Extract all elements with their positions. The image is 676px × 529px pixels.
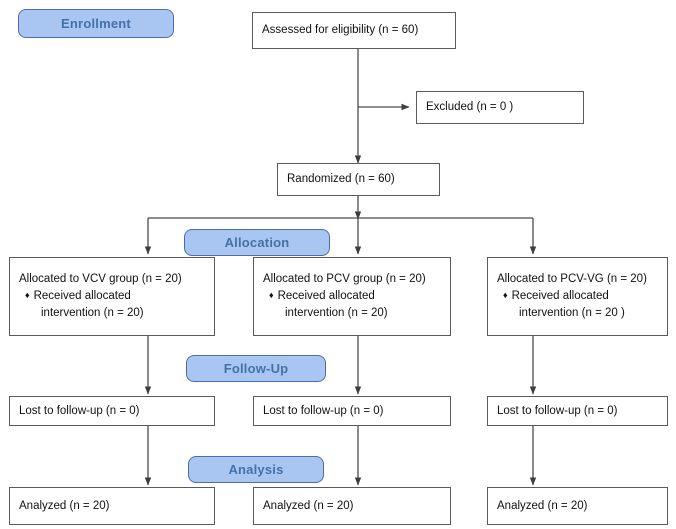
box-analyzed-vcv: Analyzed (n = 20)	[9, 487, 215, 525]
box-analyzed-pcv-vg: Analyzed (n = 20)	[487, 487, 668, 525]
stage-label-followup: Follow-Up	[186, 355, 326, 382]
box-allocated-pcv-vg: Allocated to PCV-VG (n = 20) ♦ Received …	[487, 257, 668, 336]
stage-label-allocation-text: Allocation	[224, 235, 290, 250]
allocated-pcv-bullet-row: ♦ Received allocated	[263, 288, 441, 305]
allocated-pcv-vg-bullet: Received allocated	[511, 290, 609, 303]
randomized-text: Randomized (n = 60)	[287, 173, 395, 186]
bullet-icon: ♦	[25, 290, 30, 301]
allocated-pcv-title: Allocated to PCV group (n = 20)	[263, 273, 426, 286]
stage-label-analysis: Analysis	[188, 456, 324, 483]
allocated-pcv-bullet: Received allocated	[277, 290, 375, 303]
box-allocated-vcv: Allocated to VCV group (n = 20) ♦ Receiv…	[9, 257, 215, 336]
box-randomized: Randomized (n = 60)	[277, 163, 440, 196]
box-lost-followup-pcv-vg: Lost to follow-up (n = 0)	[487, 396, 668, 426]
allocated-pcv-vg-title: Allocated to PCV-VG (n = 20)	[497, 273, 647, 286]
allocated-pcv-vg-bullet-row: ♦ Received allocated	[497, 288, 658, 305]
allocated-vcv-bullet-cont: intervention (n = 20)	[41, 306, 144, 319]
box-analyzed-pcv: Analyzed (n = 20)	[253, 487, 451, 525]
allocated-vcv-title: Allocated to VCV group (n = 20)	[19, 273, 182, 286]
box-lost-followup-pcv: Lost to follow-up (n = 0)	[253, 396, 451, 426]
box-lost-followup-vcv: Lost to follow-up (n = 0)	[9, 396, 215, 426]
lost-followup-pcv-vg-text: Lost to follow-up (n = 0)	[497, 404, 618, 417]
analyzed-pcv-text: Analyzed (n = 20)	[263, 499, 354, 512]
lost-followup-vcv-text: Lost to follow-up (n = 0)	[19, 404, 140, 417]
stage-label-analysis-text: Analysis	[228, 462, 284, 477]
analyzed-pcv-vg-text: Analyzed (n = 20)	[497, 499, 588, 512]
stage-label-enrollment-text: Enrollment	[61, 16, 131, 31]
box-assessed-for-eligibility: Assessed for eligibility (n = 60)	[252, 12, 456, 49]
allocated-vcv-bullet-row: ♦ Received allocated	[19, 288, 205, 305]
bullet-icon: ♦	[269, 290, 274, 301]
analyzed-vcv-text: Analyzed (n = 20)	[19, 499, 110, 512]
stage-label-followup-text: Follow-Up	[223, 361, 289, 376]
allocated-pcv-vg-bullet-cont: intervention (n = 20 )	[519, 306, 625, 319]
stage-label-allocation: Allocation	[184, 229, 330, 256]
lost-followup-pcv-text: Lost to follow-up (n = 0)	[263, 404, 384, 417]
allocated-pcv-bullet-cont: intervention (n = 20)	[285, 306, 388, 319]
excluded-text: Excluded (n = 0 )	[426, 101, 514, 114]
bullet-icon: ♦	[503, 290, 508, 301]
allocated-vcv-bullet: Received allocated	[33, 290, 131, 303]
box-allocated-pcv: Allocated to PCV group (n = 20) ♦ Receiv…	[253, 257, 451, 336]
assessed-text: Assessed for eligibility (n = 60)	[262, 24, 419, 37]
stage-label-enrollment: Enrollment	[18, 9, 174, 38]
box-excluded: Excluded (n = 0 )	[416, 91, 584, 124]
